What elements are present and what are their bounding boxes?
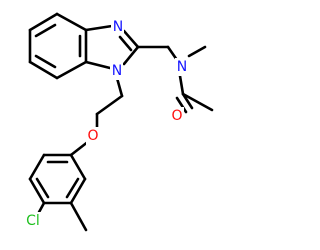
molecule-structure: N N N O O Cl [22, 12, 214, 232]
bond [84, 24, 114, 32]
bond [55, 12, 88, 32]
ether-oxygen-label: O [86, 127, 100, 145]
carbonyl-double-bond [175, 96, 188, 114]
double-bond-inner [65, 177, 80, 199]
bond [69, 153, 87, 181]
bond [69, 177, 87, 205]
bond [95, 94, 124, 116]
bond [84, 60, 112, 70]
carbonyl-oxygen-label: O [170, 107, 184, 125]
bond [28, 12, 59, 32]
carbonyl-double-bond [181, 92, 194, 110]
imine-nitrogen-label: N [111, 17, 124, 35]
bond [181, 92, 214, 112]
bond [115, 76, 124, 98]
methyl-bond [69, 201, 88, 232]
double-bond-inner [118, 35, 133, 52]
double-bond-inner [35, 177, 50, 199]
bond [28, 60, 59, 80]
double-bond-inner [34, 54, 57, 69]
ring-nitrogen-label: N [110, 62, 123, 80]
double-bond-inner [34, 23, 57, 38]
bond [166, 45, 179, 62]
acetamide-chain [136, 45, 214, 114]
bond [122, 45, 140, 66]
ether-oxygen-text: O [87, 128, 98, 144]
bond [122, 29, 140, 49]
bond [28, 177, 46, 205]
benzimidazole-benzene-ring [28, 12, 88, 80]
ring-nitrogen-text: N [112, 63, 122, 79]
carbonyl-oxygen-text: O [171, 108, 182, 124]
bond [178, 74, 185, 96]
atom-labels: N N N O O Cl [22, 17, 188, 230]
bond [28, 153, 46, 181]
imine-nitrogen-text: N [113, 19, 123, 35]
imidazole-ring [84, 24, 140, 70]
bond [55, 60, 88, 80]
chlorine-label: Cl [22, 212, 44, 230]
methyl-bond [187, 45, 207, 58]
amide-nitrogen-text: N [177, 59, 187, 75]
amide-nitrogen-label: N [175, 58, 188, 76]
chlorine-text: Cl [26, 213, 40, 229]
